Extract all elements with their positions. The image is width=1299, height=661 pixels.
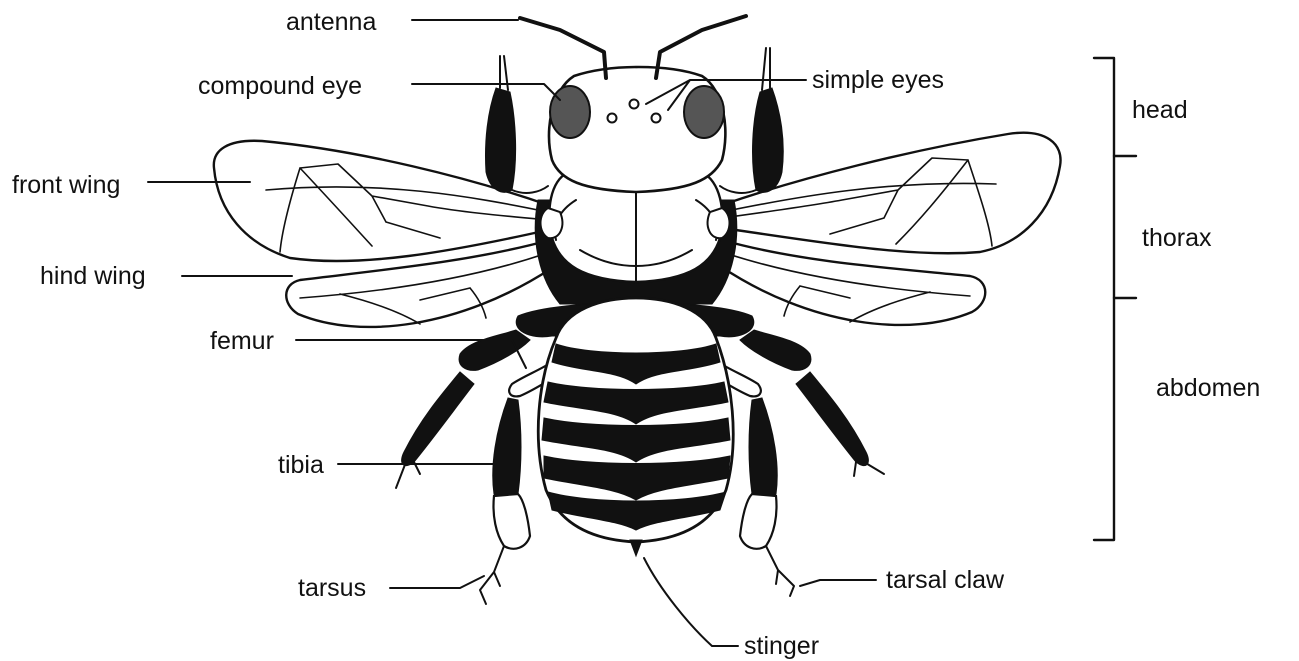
front-leg-left xyxy=(485,56,548,193)
compound-eye-right-shape xyxy=(684,86,724,138)
abdomen-body xyxy=(516,298,754,556)
label-tibia: tibia xyxy=(278,451,324,479)
region-label-thorax: thorax xyxy=(1142,224,1212,252)
label-simple-eyes: simple eyes xyxy=(812,66,944,94)
label-tarsus: tarsus xyxy=(298,574,366,602)
label-stinger: stinger xyxy=(744,632,819,660)
region-label-head: head xyxy=(1132,96,1188,124)
label-tarsal-claw: tarsal claw xyxy=(886,566,1005,594)
label-femur: femur xyxy=(210,327,274,355)
region-labels: head thorax abdomen xyxy=(1132,96,1260,402)
label-compound-eye: compound eye xyxy=(198,72,362,100)
front-leg-right xyxy=(720,48,783,193)
compound-eye-left-shape xyxy=(550,86,590,138)
label-hind-wing: hind wing xyxy=(40,262,146,290)
bee-illustration xyxy=(214,16,1061,604)
region-label-abdomen: abdomen xyxy=(1156,374,1260,402)
head-body xyxy=(549,67,725,192)
label-antenna: antenna xyxy=(286,8,376,36)
region-bracket xyxy=(1094,58,1136,540)
label-front-wing: front wing xyxy=(12,171,120,199)
